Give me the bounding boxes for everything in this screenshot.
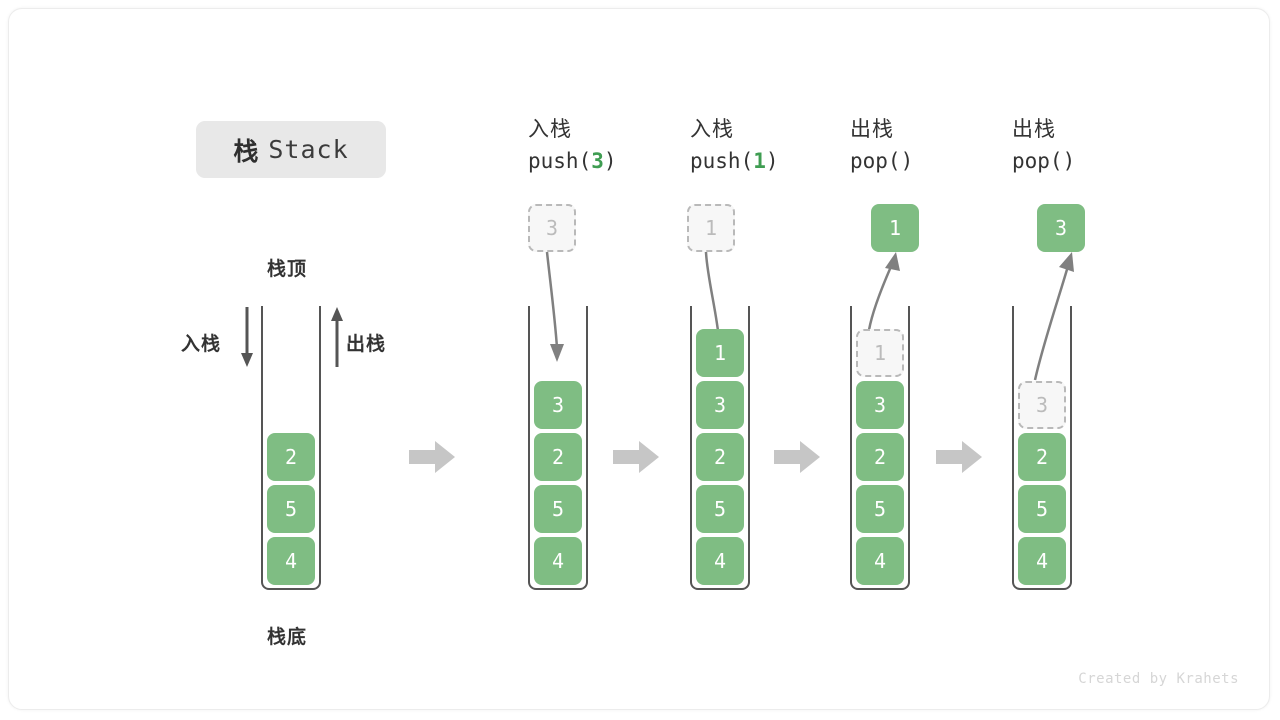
stack-cell: 4 (267, 537, 315, 585)
stack-cell: 1 (856, 329, 904, 377)
stack-cell: 3 (856, 381, 904, 429)
step-4-heading-code: pop() (1012, 149, 1076, 173)
stack-cell: 2 (1018, 433, 1066, 481)
step-2-code-arg: 1 (753, 149, 766, 173)
stack-cell: 2 (856, 433, 904, 481)
separator-arrow-3 (774, 439, 822, 480)
step-4-pop-arrow-icon (1033, 252, 1074, 381)
stack-cell: 3 (696, 381, 744, 429)
stack-top-label: 栈顶 (267, 259, 308, 280)
stack-cell: 2 (267, 433, 315, 481)
step-4-heading: 出栈 pop() (1012, 115, 1182, 177)
separator-arrow-4 (936, 439, 984, 480)
step-2-heading: 入栈 push(1) (690, 115, 860, 177)
step-1-stack-container (528, 306, 588, 590)
initial-stack-container (261, 306, 321, 590)
push-direction-arrow-icon (241, 307, 253, 367)
step-2-stack-container (690, 306, 750, 590)
stack-cell: 3 (534, 381, 582, 429)
stack-bottom-label: 栈底 (267, 627, 308, 648)
step-1-push-arrow-icon (545, 251, 564, 362)
step-3-heading: 出栈 pop() (850, 115, 1020, 177)
step-2-incoming-ghost: 1 (687, 204, 735, 252)
step-1-heading: 入栈 push(3) (528, 115, 698, 177)
step-1-heading-code: push(3) (528, 149, 617, 173)
step-3-outgoing-cell: 1 (871, 204, 919, 252)
stack-cell: 2 (696, 433, 744, 481)
pop-direction-arrow-icon (331, 307, 343, 367)
step-1-incoming-ghost: 3 (528, 204, 576, 252)
stack-cell: 1 (696, 329, 744, 377)
diagram-title-en: Stack (268, 135, 349, 164)
step-3-heading-cn: 出栈 (850, 118, 894, 141)
stack-cell: 5 (267, 485, 315, 533)
step-3-heading-code: pop() (850, 149, 914, 173)
stack-cell: 4 (696, 537, 744, 585)
diagram-title-chip: 栈 Stack (196, 121, 386, 178)
step-4-stack-container (1012, 306, 1072, 590)
stack-cell: 5 (696, 485, 744, 533)
step-3-stack-container (850, 306, 910, 590)
stack-cell: 3 (1018, 381, 1066, 429)
stack-cell: 4 (534, 537, 582, 585)
separator-arrow-2 (613, 439, 661, 480)
separator-arrow-1 (409, 439, 457, 480)
stack-cell: 4 (1018, 537, 1066, 585)
step-2-heading-code: push(1) (690, 149, 779, 173)
watermark: Created by Krahets (1078, 671, 1239, 687)
pop-direction-label: 出栈 (346, 334, 387, 355)
stack-cell: 2 (534, 433, 582, 481)
stack-cell: 5 (1018, 485, 1066, 533)
step-2-heading-cn: 入栈 (690, 118, 734, 141)
stack-cell: 5 (856, 485, 904, 533)
step-4-heading-cn: 出栈 (1012, 118, 1056, 141)
push-direction-label: 入栈 (181, 334, 222, 355)
step-1-code-arg: 3 (591, 149, 604, 173)
step-1-heading-cn: 入栈 (528, 118, 572, 141)
step-3-pop-arrow-icon (867, 252, 900, 331)
step-4-outgoing-cell: 3 (1037, 204, 1085, 252)
stack-cell: 5 (534, 485, 582, 533)
stack-cell: 4 (856, 537, 904, 585)
diagram-title-cn: 栈 (233, 137, 260, 166)
